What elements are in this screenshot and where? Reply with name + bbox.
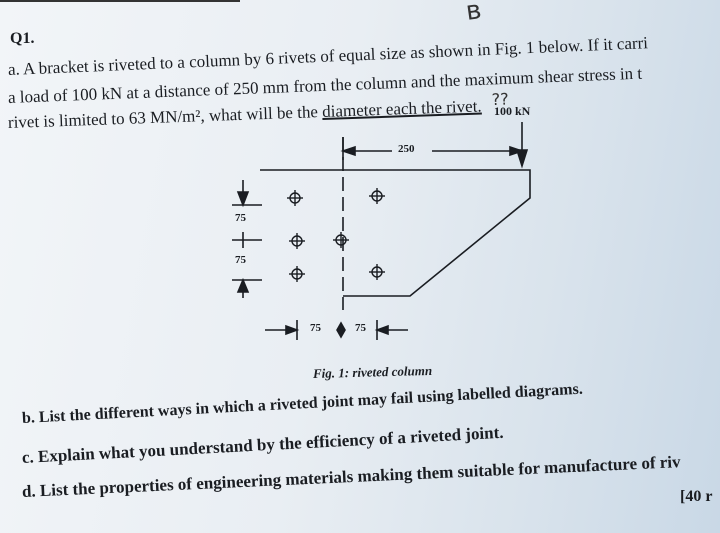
figure-caption: Fig. 1: riveted column — [312, 362, 433, 381]
rivet-icon — [287, 190, 303, 206]
rivet-icon — [289, 233, 305, 249]
rivet-icon — [369, 264, 385, 280]
top-rule — [0, 0, 240, 2]
horizontal-pitch-2: 75 — [355, 322, 366, 334]
rivets — [287, 188, 385, 282]
vertical-pitch-1: 75 — [235, 212, 246, 224]
marks: [40 r — [680, 488, 713, 505]
horizontal-pitch-1: 75 — [310, 322, 321, 334]
distance-label: 250 — [398, 143, 415, 155]
rivet-icon — [333, 232, 349, 248]
load-label: 100 kN — [494, 104, 531, 118]
rivet-icon — [289, 266, 305, 282]
question-number: Q1. — [10, 30, 35, 47]
vertical-pitch-2: 75 — [235, 254, 246, 266]
bracket-outline — [260, 169, 531, 297]
load-arrowhead — [515, 149, 529, 169]
rivet-icon — [369, 188, 385, 204]
